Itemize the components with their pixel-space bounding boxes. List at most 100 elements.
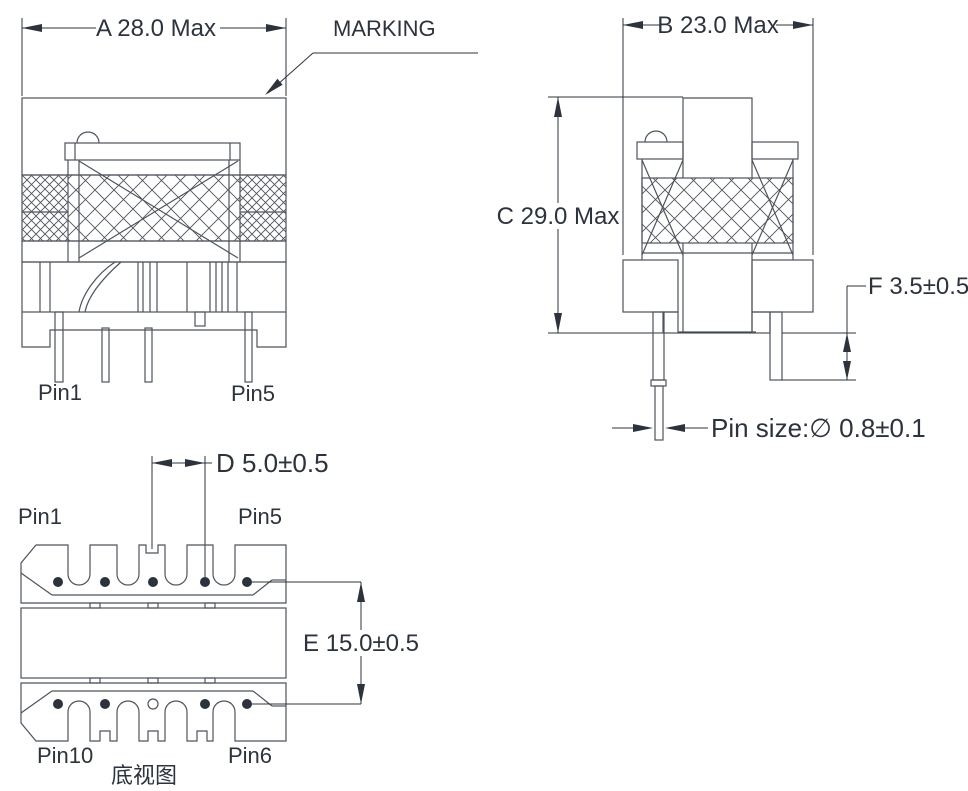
comb-outline (20, 682, 287, 742)
dim-text-bg (502, 203, 614, 229)
pin-shoulder-right (769, 311, 783, 381)
pin-1 (54, 311, 64, 383)
front-pin1-label: Pin1 (38, 380, 82, 405)
chamfer-line (20, 572, 53, 596)
marking-label: MARKING (333, 16, 436, 41)
dimension-pin-size: Pin size:∅ 0.8±0.1 (612, 413, 926, 443)
wire-bump (644, 130, 668, 143)
arrowhead-bottom (357, 684, 365, 704)
pin-dot-3 (148, 577, 158, 587)
dim-e-label: E 15.0±0.5 (303, 630, 419, 657)
dimension-e: E 15.0±0.5 (252, 581, 419, 705)
bottom-view: D 5.0±0.5 Pin1 Pin5 (18, 448, 419, 788)
dim-text-bg (660, 12, 776, 38)
dim-d-label: D 5.0±0.5 (216, 448, 329, 478)
bottom-pin6-label: Pin6 (228, 743, 272, 768)
side-body (622, 97, 814, 441)
tape-fold-diagonal (751, 159, 794, 256)
arrowhead-left (22, 24, 42, 32)
bottom-pin5-label: Pin5 (238, 504, 282, 529)
pin-dot-1 (53, 577, 63, 587)
pin-mid (101, 327, 110, 383)
pin-mid (144, 327, 153, 383)
side-view: B 23.0 Max C 29.0 Max (497, 12, 968, 443)
marking-callout: MARKING (265, 16, 478, 95)
dimension-c: C 29.0 Max (497, 96, 757, 334)
bottom-pin10-label: Pin10 (37, 743, 93, 768)
pin-hole-8 (147, 698, 159, 710)
bobbin-band (21, 261, 287, 313)
pin-break (650, 379, 667, 387)
foot-left (622, 259, 679, 313)
arrowhead-up (843, 333, 851, 352)
arrowhead-top (554, 97, 562, 117)
core-top (21, 97, 287, 176)
base-tab (194, 311, 206, 327)
arrowhead-right (185, 459, 205, 467)
arrowhead-right (633, 424, 653, 432)
pin-dot-2 (100, 577, 110, 587)
dim-b-label: B 23.0 Max (657, 12, 778, 39)
connector-tab (147, 602, 159, 609)
dim-f-label: F 3.5±0.5 (868, 273, 968, 300)
pin-lead (654, 385, 664, 441)
pin-dot-7 (200, 699, 210, 709)
front-body (21, 97, 287, 383)
connector-tab (89, 602, 101, 609)
base-outline (21, 312, 287, 348)
arrowhead-left (665, 424, 685, 432)
tape-fold-diagonal (641, 159, 684, 256)
arrowhead-left (623, 21, 643, 29)
connector-tab (147, 677, 159, 684)
arrowhead-right (793, 21, 813, 29)
flange-left (636, 141, 684, 160)
dimension-d: D 5.0±0.5 (151, 448, 329, 581)
body-outline (20, 607, 287, 679)
foot-step-left (662, 311, 679, 334)
arrowhead-bottom (554, 313, 562, 333)
tape-hatch (642, 178, 793, 243)
foot-step-right (751, 311, 771, 334)
tape-hatch-left (22, 175, 68, 241)
foot-right (751, 259, 814, 313)
connector-tab (204, 602, 216, 609)
dim-a-label: A 28.0 Max (96, 15, 216, 42)
front-view: A 28.0 Max MARKING (21, 15, 478, 406)
tape-fold-diagonal (78, 160, 239, 259)
dimension-b: B 23.0 Max (622, 12, 814, 255)
dimension-a: A 28.0 Max (21, 15, 287, 96)
pin-dot-10 (53, 699, 63, 709)
pin-shoulder-left (652, 311, 665, 381)
core-column-top (682, 97, 753, 178)
pin-size-label: Pin size:∅ 0.8±0.1 (711, 413, 926, 443)
pin-comb-top (20, 544, 287, 604)
pin-dot-4 (200, 577, 210, 587)
front-pin5-label: Pin5 (231, 381, 275, 406)
arrowhead-left (152, 459, 172, 467)
dim-c-label: C 29.0 Max (497, 203, 620, 230)
pin-dot-9 (100, 699, 110, 709)
pin-dot-6 (242, 699, 252, 709)
leader-arrowhead (265, 78, 283, 95)
pin-dot-5 (242, 577, 252, 587)
pin-5 (244, 311, 253, 383)
connector-tab (204, 677, 216, 684)
bobbin-wire-lines (39, 261, 238, 313)
core-lower-band (21, 240, 287, 263)
dim-text-bg (96, 15, 220, 41)
bottom-pin1-label: Pin1 (18, 504, 62, 529)
arrowhead-top (357, 582, 365, 602)
bottom-view-caption: 底视图 (111, 763, 177, 788)
chamfer-line (20, 690, 53, 714)
tape-band-outline (641, 177, 794, 244)
arrowhead-down (843, 361, 851, 380)
tape-hatch-right (240, 175, 286, 241)
arrowhead-right (266, 24, 286, 32)
flange-right (751, 141, 799, 160)
top-clamp-bar (64, 142, 241, 161)
dim-text-bg (303, 630, 419, 656)
dimension-f: F 3.5±0.5 (782, 273, 968, 381)
connector-tab (89, 677, 101, 684)
